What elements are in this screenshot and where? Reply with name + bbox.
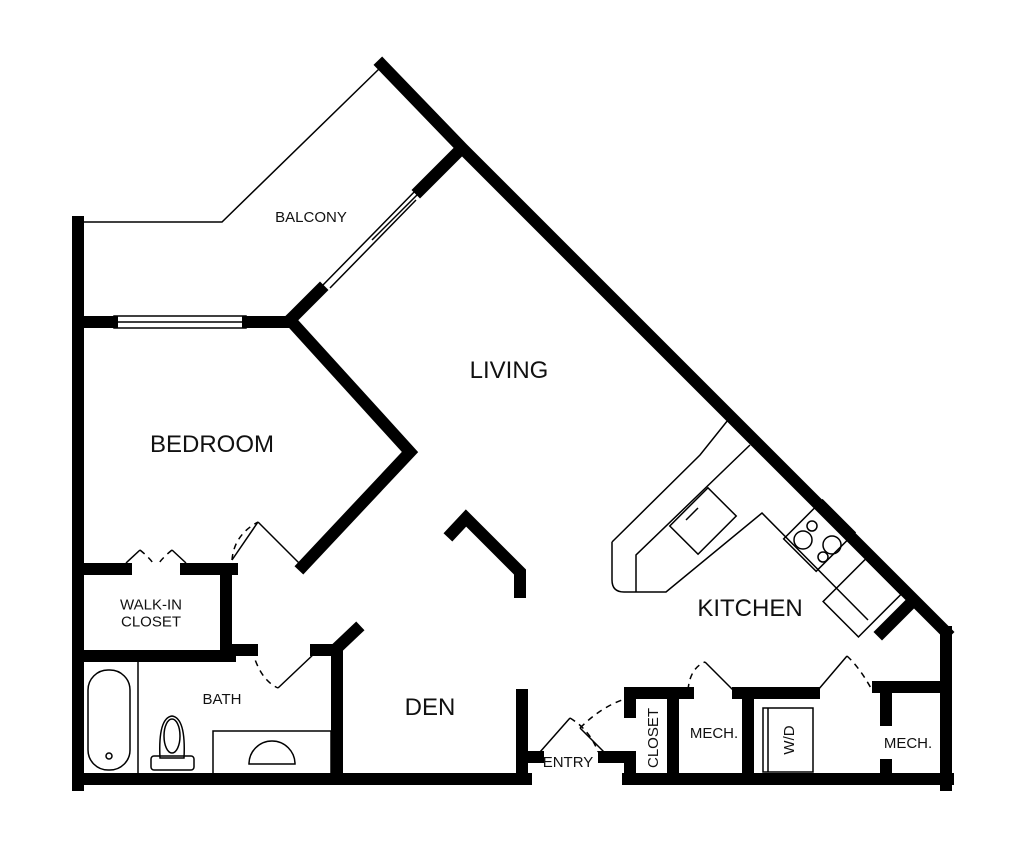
thin-lines (80, 67, 902, 776)
washer-dryer-label: W/D (780, 725, 798, 755)
room-label-closet: CLOSET (644, 707, 662, 769)
room-label-bath: BATH (202, 690, 242, 708)
room-label-balcony: BALCONY (275, 208, 347, 226)
room-label-mech-2: MECH. (883, 734, 933, 752)
room-label-kitchen: KITCHEN (697, 594, 803, 622)
room-label-den: DEN (404, 693, 456, 721)
room-label-mech-1: MECH. (689, 724, 739, 742)
room-label-walk-in-closet: WALK-IN CLOSET (120, 596, 182, 630)
walls (72, 56, 955, 791)
room-label-bedroom: BEDROOM (149, 430, 275, 458)
room-label-entry: ENTRY (542, 753, 594, 771)
door-swings (139, 521, 873, 753)
room-label-living: LIVING (469, 356, 549, 384)
